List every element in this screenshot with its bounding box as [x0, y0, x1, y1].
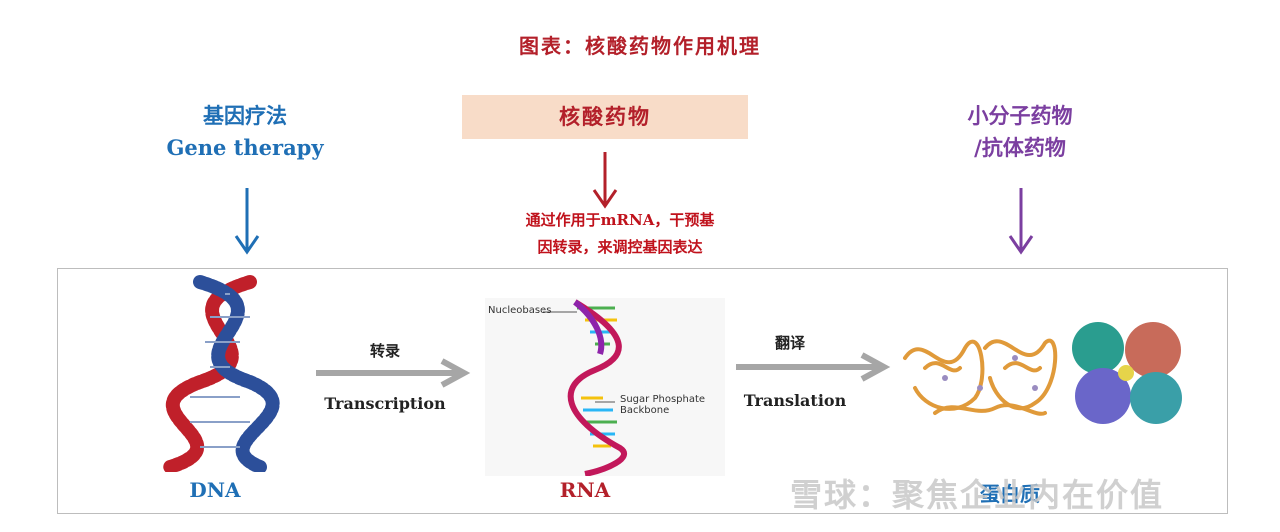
- small-molecule-line-2: /抗体药物: [974, 135, 1066, 160]
- translation-en: Translation: [743, 391, 847, 410]
- protein-surface-image: [1072, 322, 1182, 424]
- protein-ribbon-image: [903, 338, 1058, 416]
- dna-label: DNA: [189, 478, 241, 502]
- transcription-cn: 转录: [369, 342, 400, 360]
- backbone-annotation: Sugar Phosphate Backbone: [620, 394, 705, 416]
- mechanism-line-1: 通过作用于mRNA，干预基: [525, 211, 715, 229]
- down-arrow-icon: [1008, 188, 1034, 255]
- nucleobases-annotation: Nucleobases: [488, 305, 552, 316]
- mechanism-text: 通过作用于mRNA，干预基 因转录，来调控基因表达: [470, 207, 770, 261]
- backbone-annotation-line-1: Sugar Phosphate: [620, 394, 706, 405]
- nucleic-acid-drug-box: 核酸药物: [462, 95, 748, 139]
- transcription-en: Transcription: [324, 394, 446, 413]
- gene-therapy-heading: 基因疗法 Gene therapy: [150, 100, 340, 164]
- down-arrow-icon: [234, 188, 260, 255]
- figure-title: 图表：核酸药物作用机理: [519, 34, 761, 58]
- translation-cn: 翻译: [774, 334, 805, 352]
- right-arrow-icon: [736, 352, 891, 382]
- protein-label: 蛋白质: [980, 482, 1040, 506]
- gene-therapy-en: Gene therapy: [166, 135, 324, 160]
- right-arrow-icon: [316, 358, 471, 388]
- backbone-annotation-line-2: Backbone: [620, 405, 670, 416]
- small-molecule-heading: 小分子药物 /抗体药物: [920, 100, 1120, 164]
- rna-label: RNA: [559, 478, 611, 502]
- dna-helix-image: [163, 275, 280, 472]
- down-arrow-icon: [592, 152, 618, 209]
- gene-therapy-cn: 基因疗法: [203, 103, 287, 128]
- mechanism-line-2: 因转录，来调控基因表达: [537, 238, 703, 256]
- small-molecule-line-1: 小分子药物: [967, 103, 1073, 128]
- watermark: 雪球：聚焦企业内在价值: [790, 476, 1165, 514]
- rna-strand-image: [485, 298, 725, 476]
